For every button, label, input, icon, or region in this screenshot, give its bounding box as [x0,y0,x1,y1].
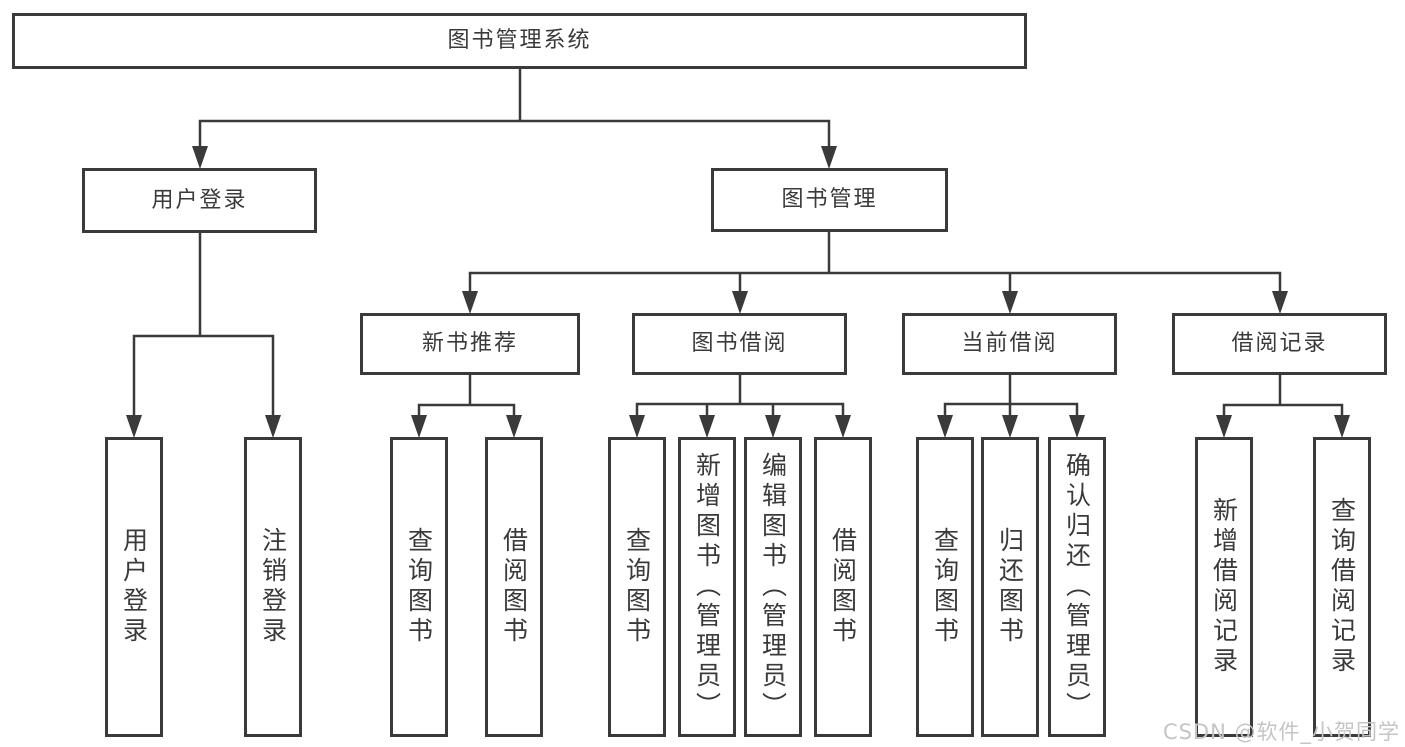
leaf-add-borrow-record: 新增借阅记录 [1195,437,1253,737]
csdn-watermark: CSDN @软件_小贺同学 [1162,720,1400,744]
arrow-down-icon [732,291,748,314]
arrow-down-icon [699,415,715,438]
arrow-down-icon [192,146,208,169]
arrow-down-icon [835,415,851,438]
arrow-down-icon [1334,415,1350,438]
arrow-down-icon [937,415,953,438]
leaf-borrow-books-1: 借阅图书 [485,437,543,737]
arrow-down-icon [126,415,142,438]
arrow-down-icon [411,415,427,438]
arrow-down-icon [462,291,478,314]
node-user-login: 用户登录 [82,168,317,233]
node-new-book-recommend: 新书推荐 [360,313,580,375]
arrow-down-icon [1216,415,1232,438]
node-root-system: 图书管理系统 [12,13,1027,69]
node-book-borrow: 图书借阅 [632,313,847,375]
leaf-query-books-2: 查询图书 [608,437,666,737]
leaf-user-login: 用户登录 [105,437,163,737]
arrow-down-icon [821,146,837,169]
node-book-management: 图书管理 [711,168,948,232]
leaf-borrow-books-2: 借阅图书 [814,437,872,737]
leaf-return-books: 归还图书 [981,437,1039,737]
arrow-down-icon [765,415,781,438]
leaf-query-books-3: 查询图书 [916,437,974,737]
arrow-down-icon [629,415,645,438]
arrow-down-icon [1002,291,1018,314]
leaf-query-borrow-record: 查询借阅记录 [1313,437,1371,737]
arrow-down-icon [1272,291,1288,314]
leaf-confirm-return-admin: 确认归还（管理员） [1048,437,1106,737]
leaf-add-books-admin: 新增图书（管理员） [678,437,736,737]
arrow-down-icon [506,415,522,438]
node-borrow-record: 借阅记录 [1172,313,1387,375]
arrow-down-icon [1069,415,1085,438]
leaf-edit-books-admin: 编辑图书（管理员） [744,437,802,737]
node-current-borrow: 当前借阅 [902,313,1117,375]
arrow-down-icon [265,415,281,438]
leaf-query-books-1: 查询图书 [390,437,448,737]
arrow-down-icon [1002,415,1018,438]
leaf-logout: 注销登录 [244,437,302,737]
